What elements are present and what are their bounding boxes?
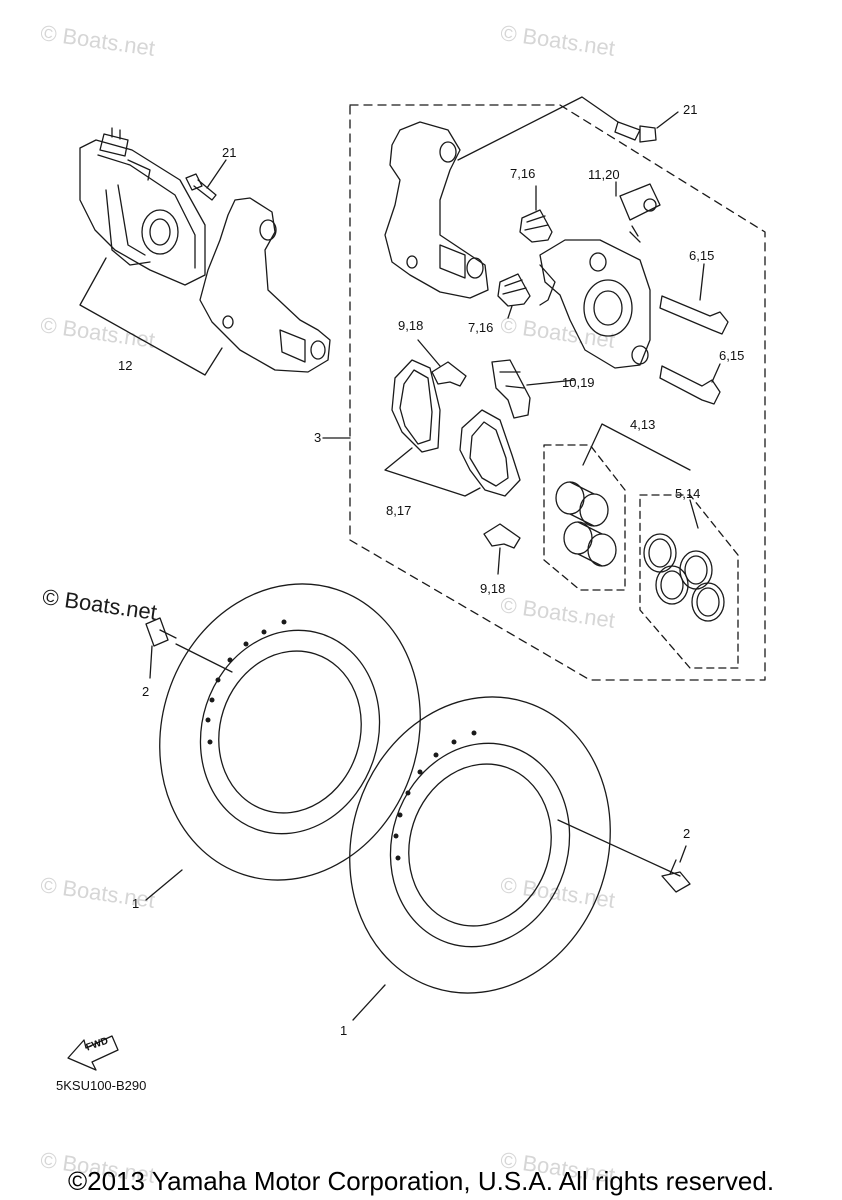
disc-bolt-lower bbox=[661, 859, 691, 893]
piston-seals bbox=[643, 533, 725, 622]
boot-upper bbox=[519, 209, 553, 243]
bracket-left bbox=[199, 197, 331, 373]
brake-pad-left bbox=[391, 359, 441, 453]
pin-upper bbox=[659, 295, 729, 335]
bleeder-screw bbox=[619, 183, 661, 243]
disc-bolt-upper bbox=[145, 617, 177, 647]
seal-kit-box bbox=[639, 494, 739, 669]
bolt-21-left bbox=[185, 173, 217, 201]
fwd-arrow-icon bbox=[67, 1035, 119, 1071]
caliper-left bbox=[79, 127, 206, 286]
callout-label: 9,18 bbox=[480, 581, 506, 596]
diagram-code: 5KSU100-B290 bbox=[56, 1078, 147, 1093]
callout-label: 1 bbox=[132, 896, 140, 911]
pad-support bbox=[491, 359, 531, 419]
callout-label: 8,17 bbox=[386, 503, 412, 518]
callout-label: 1 bbox=[340, 1023, 348, 1038]
brake-disc-left bbox=[159, 583, 421, 881]
assembly-boundary bbox=[349, 104, 766, 681]
copyright-notice: ©2013 Yamaha Motor Corporation, U.S.A. A… bbox=[67, 1166, 775, 1196]
callout-label: 6,15 bbox=[719, 348, 745, 363]
callout-label: 10,19 bbox=[562, 375, 595, 390]
pad-spring-upper bbox=[431, 361, 467, 387]
disc-holes bbox=[205, 619, 477, 861]
callout-label: 11,20 bbox=[588, 167, 620, 182]
boot-lower bbox=[497, 273, 531, 307]
callout-label: 3 bbox=[314, 430, 322, 445]
callout-label: 2 bbox=[142, 684, 150, 699]
callout-label: 4,13 bbox=[630, 417, 656, 432]
callout-label: 21 bbox=[222, 145, 237, 160]
callout-label: 5,14 bbox=[675, 486, 701, 501]
pin-lower bbox=[659, 365, 721, 405]
callout-label: 7,16 bbox=[468, 320, 494, 335]
piston-upper bbox=[555, 481, 609, 527]
caliper-right bbox=[539, 239, 651, 369]
callout-label: 12 bbox=[118, 358, 133, 373]
callout-label: 21 bbox=[683, 102, 698, 117]
bracket-right bbox=[384, 121, 489, 299]
brake-disc-right bbox=[349, 696, 611, 994]
callout-label: 2 bbox=[683, 826, 691, 841]
callout-label: 7,16 bbox=[510, 166, 536, 181]
brake-pad-right bbox=[459, 409, 521, 497]
callout-label: 9,18 bbox=[398, 318, 424, 333]
bolt-21-right bbox=[614, 121, 657, 143]
callout-label: 6,15 bbox=[689, 248, 715, 263]
piston-lower bbox=[563, 521, 617, 567]
piston-kit-box bbox=[543, 444, 626, 591]
pad-spring-lower bbox=[483, 523, 521, 549]
